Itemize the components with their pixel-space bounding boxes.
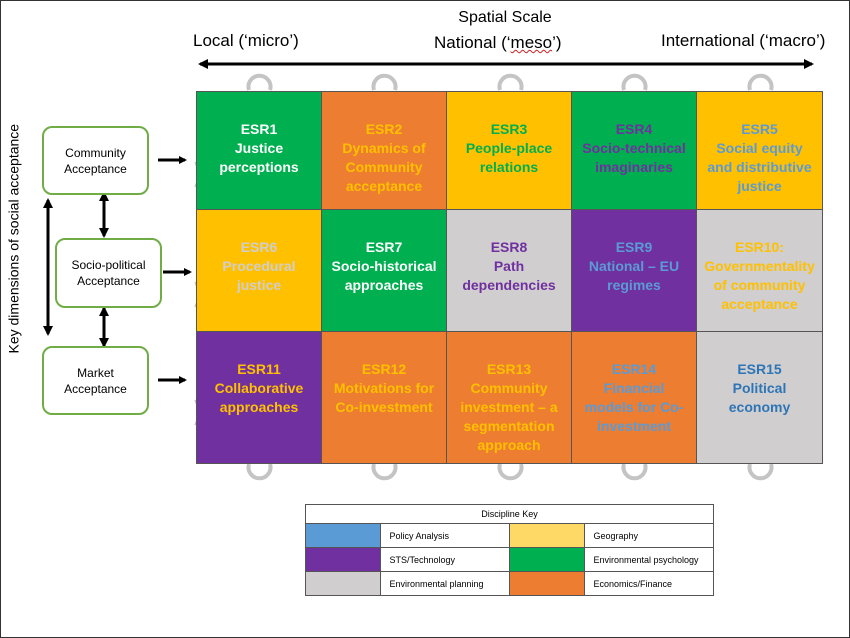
esr-title: Path dependencies (462, 258, 556, 293)
esr-title: Financial models for Co-investment (584, 380, 684, 434)
esr-title: Social equity and distributive justice (707, 140, 812, 194)
key-swatch (304, 547, 382, 572)
esr-title: Justice perceptions (219, 140, 299, 175)
national-scale-label: National (‘meso’) (434, 33, 562, 53)
esr-title: Socio-technical imaginaries (582, 140, 686, 175)
esr-code: ESR4 (615, 121, 653, 137)
esr-cell: ESR10: Governmentality of community accep… (696, 209, 823, 332)
key-swatch (304, 523, 382, 548)
discipline-key: Discipline Key Policy Analysis Geography… (304, 504, 714, 596)
key-label: STS/Technology (380, 547, 510, 572)
key-swatch (508, 571, 586, 596)
market-acceptance-box: Market Acceptance (42, 346, 149, 415)
esr-code: ESR3 (490, 121, 528, 137)
socio-political-acceptance-box: Socio-political Acceptance (55, 238, 162, 308)
esr-code: ESR7 (365, 239, 403, 255)
esr-title: Procedural justice (222, 258, 296, 293)
esr-code: ESR13 (486, 361, 532, 377)
esr-title: People-place relations (465, 140, 553, 175)
key-label: Economics/Finance (584, 571, 714, 596)
esr-code: ESR9 (615, 239, 653, 255)
esr-title: Community investment – a segmentation ap… (460, 380, 558, 453)
esr-code: ESR15 (737, 361, 782, 377)
esr-title: Socio-historical approaches (331, 258, 437, 293)
esr-code: ESR14 (611, 361, 657, 377)
esr-code: ESR8 (490, 239, 528, 255)
esr-code: ESR1 (240, 121, 278, 137)
national-scale-text: National (‘meso’) (434, 33, 562, 52)
esr-title: Political economy (728, 380, 791, 415)
esr-code: ESR11 (237, 361, 281, 377)
key-swatch (304, 571, 382, 596)
y-axis-label: Key dimensions of social acceptance (5, 123, 22, 354)
key-label: Environmental planning (380, 571, 510, 596)
key-label: Policy Analysis (380, 523, 510, 548)
key-swatch (508, 547, 586, 572)
esr-code: ESR10: (734, 239, 785, 255)
spatial-scale-title: Spatial Scale (458, 9, 552, 26)
key-label: Geography (584, 523, 714, 548)
key-swatch (508, 523, 586, 548)
discipline-key-title: Discipline Key (305, 504, 714, 524)
local-scale-label: Local (‘micro’) (193, 31, 299, 50)
international-scale-label: International (‘macro’) (661, 31, 826, 50)
esr-title: Collaborative approaches (214, 380, 304, 415)
esr-code: ESR5 (741, 121, 778, 137)
community-acceptance-box: Community Acceptance (42, 126, 149, 195)
esr-title: National – EU regimes (588, 258, 680, 293)
key-label: Environmental psychology (584, 547, 714, 572)
esr-title: Motivations for Co-investment (333, 380, 435, 415)
esr-title: Dynamics of Community acceptance (342, 140, 426, 194)
esr-code: ESR6 (240, 239, 278, 255)
esr-code: ESR2 (365, 121, 403, 137)
esr-code: ESR12 (361, 361, 407, 377)
esr-title: Governmentality of community acceptance (704, 258, 815, 312)
